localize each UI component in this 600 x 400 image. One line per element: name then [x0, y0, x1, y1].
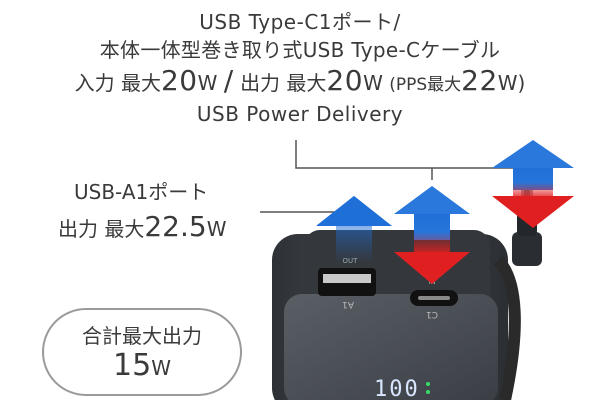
- usb-a-port-title: USB-A1ポート: [74, 180, 209, 204]
- total-output-title: 合計最大出力: [82, 324, 202, 348]
- port-a-label: A1: [342, 299, 354, 309]
- pps-label: (PPS最大: [389, 75, 462, 95]
- usb-a-output-arrow: [316, 196, 392, 262]
- port-c-label: C1: [426, 309, 438, 319]
- usb-c-port-title: USB Type-C1ポート/: [199, 10, 401, 34]
- usb-a-output-unit: W: [206, 217, 227, 241]
- output-label: 出力 最大: [240, 71, 327, 95]
- pps-value: 22: [461, 64, 498, 97]
- input-label: 入力 最大: [74, 71, 161, 95]
- leader-lines: [260, 140, 534, 213]
- total-output-number: 15: [113, 348, 152, 383]
- usb-a-output-label: 出力 最大: [58, 217, 145, 241]
- input-unit: W: [197, 71, 218, 95]
- power-bank-device: OUT A1 IN C1 100: [272, 230, 508, 400]
- output-unit: W: [363, 71, 383, 95]
- cable-arrows: [492, 140, 574, 228]
- usb-c-port-arrows: [394, 186, 470, 284]
- led-display: 100: [374, 377, 420, 400]
- total-output-unit: W: [151, 356, 171, 380]
- usb-pd-label: USB Power Delivery: [196, 102, 404, 126]
- input-value: 20: [160, 64, 198, 97]
- total-output-value: 15W: [44, 348, 240, 383]
- usb-c-power-spec: 入力 最大20W / 出力 最大20W (PPS最大22W): [0, 64, 600, 97]
- total-output-badge: 合計最大出力 15W: [42, 308, 242, 396]
- pps-unit: W): [497, 71, 526, 95]
- usb-a-power-spec: 出力 最大22.5W: [58, 210, 226, 243]
- separator: /: [223, 64, 234, 97]
- usb-a-output-value: 22.5: [144, 210, 207, 243]
- usb-c-cable-title: 本体一体型巻き取り式USB Type-Cケーブル: [99, 38, 501, 62]
- output-value: 20: [326, 64, 364, 97]
